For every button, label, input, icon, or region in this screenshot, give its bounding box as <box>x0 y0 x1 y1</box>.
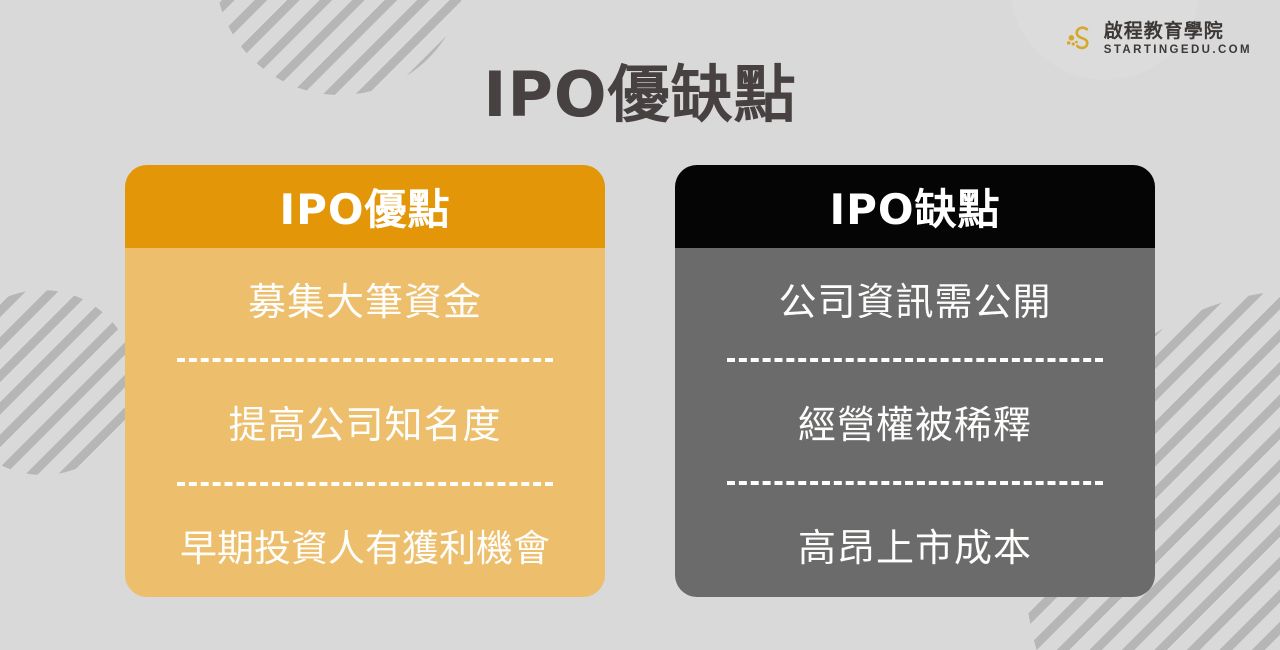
pros-item-1: 募集大筆資金 <box>247 280 482 325</box>
pros-card: IPO優點 募集大筆資金 提高公司知名度 早期投資人有獲利機會 <box>125 165 605 597</box>
page-title: IPO優缺點 <box>483 58 797 131</box>
pros-card-header: IPO優點 <box>125 165 605 248</box>
pros-card-body: 募集大筆資金 提高公司知名度 早期投資人有獲利機會 <box>125 248 605 597</box>
logo-chinese-name: 啟程教育學院 <box>1103 20 1224 42</box>
cons-card-body: 公司資訊需公開 經營權被稀釋 高昂上市成本 <box>675 248 1155 597</box>
logo-text-block: 啟程教育學院 STARTINGEDU.COM <box>1104 22 1252 57</box>
pros-divider-2 <box>177 481 553 486</box>
cons-item-3: 高昂上市成本 <box>797 526 1032 570</box>
striped-circle-left <box>0 290 135 475</box>
starting-edu-s-logo-icon <box>1066 26 1089 50</box>
brand-logo: 啟程教育學院 STARTINGEDU.COM <box>1061 22 1252 57</box>
pros-divider-1 <box>177 358 553 363</box>
cons-item-2: 經營權被稀釋 <box>797 403 1032 447</box>
cons-divider-1 <box>727 358 1103 362</box>
comparison-cards: IPO優點 募集大筆資金 提高公司知名度 早期投資人有獲利機會 IPO缺點 公司… <box>125 165 1155 597</box>
pros-item-3: 早期投資人有獲利機會 <box>180 526 550 570</box>
cons-card-header: IPO缺點 <box>675 165 1155 248</box>
logo-english-name: STARTINGEDU.COM <box>1103 44 1252 56</box>
cons-card: IPO缺點 公司資訊需公開 經營權被稀釋 高昂上市成本 <box>675 165 1155 597</box>
cons-divider-2 <box>727 481 1103 485</box>
pros-item-2: 提高公司知名度 <box>228 403 502 448</box>
cons-item-1: 公司資訊需公開 <box>778 280 1052 324</box>
